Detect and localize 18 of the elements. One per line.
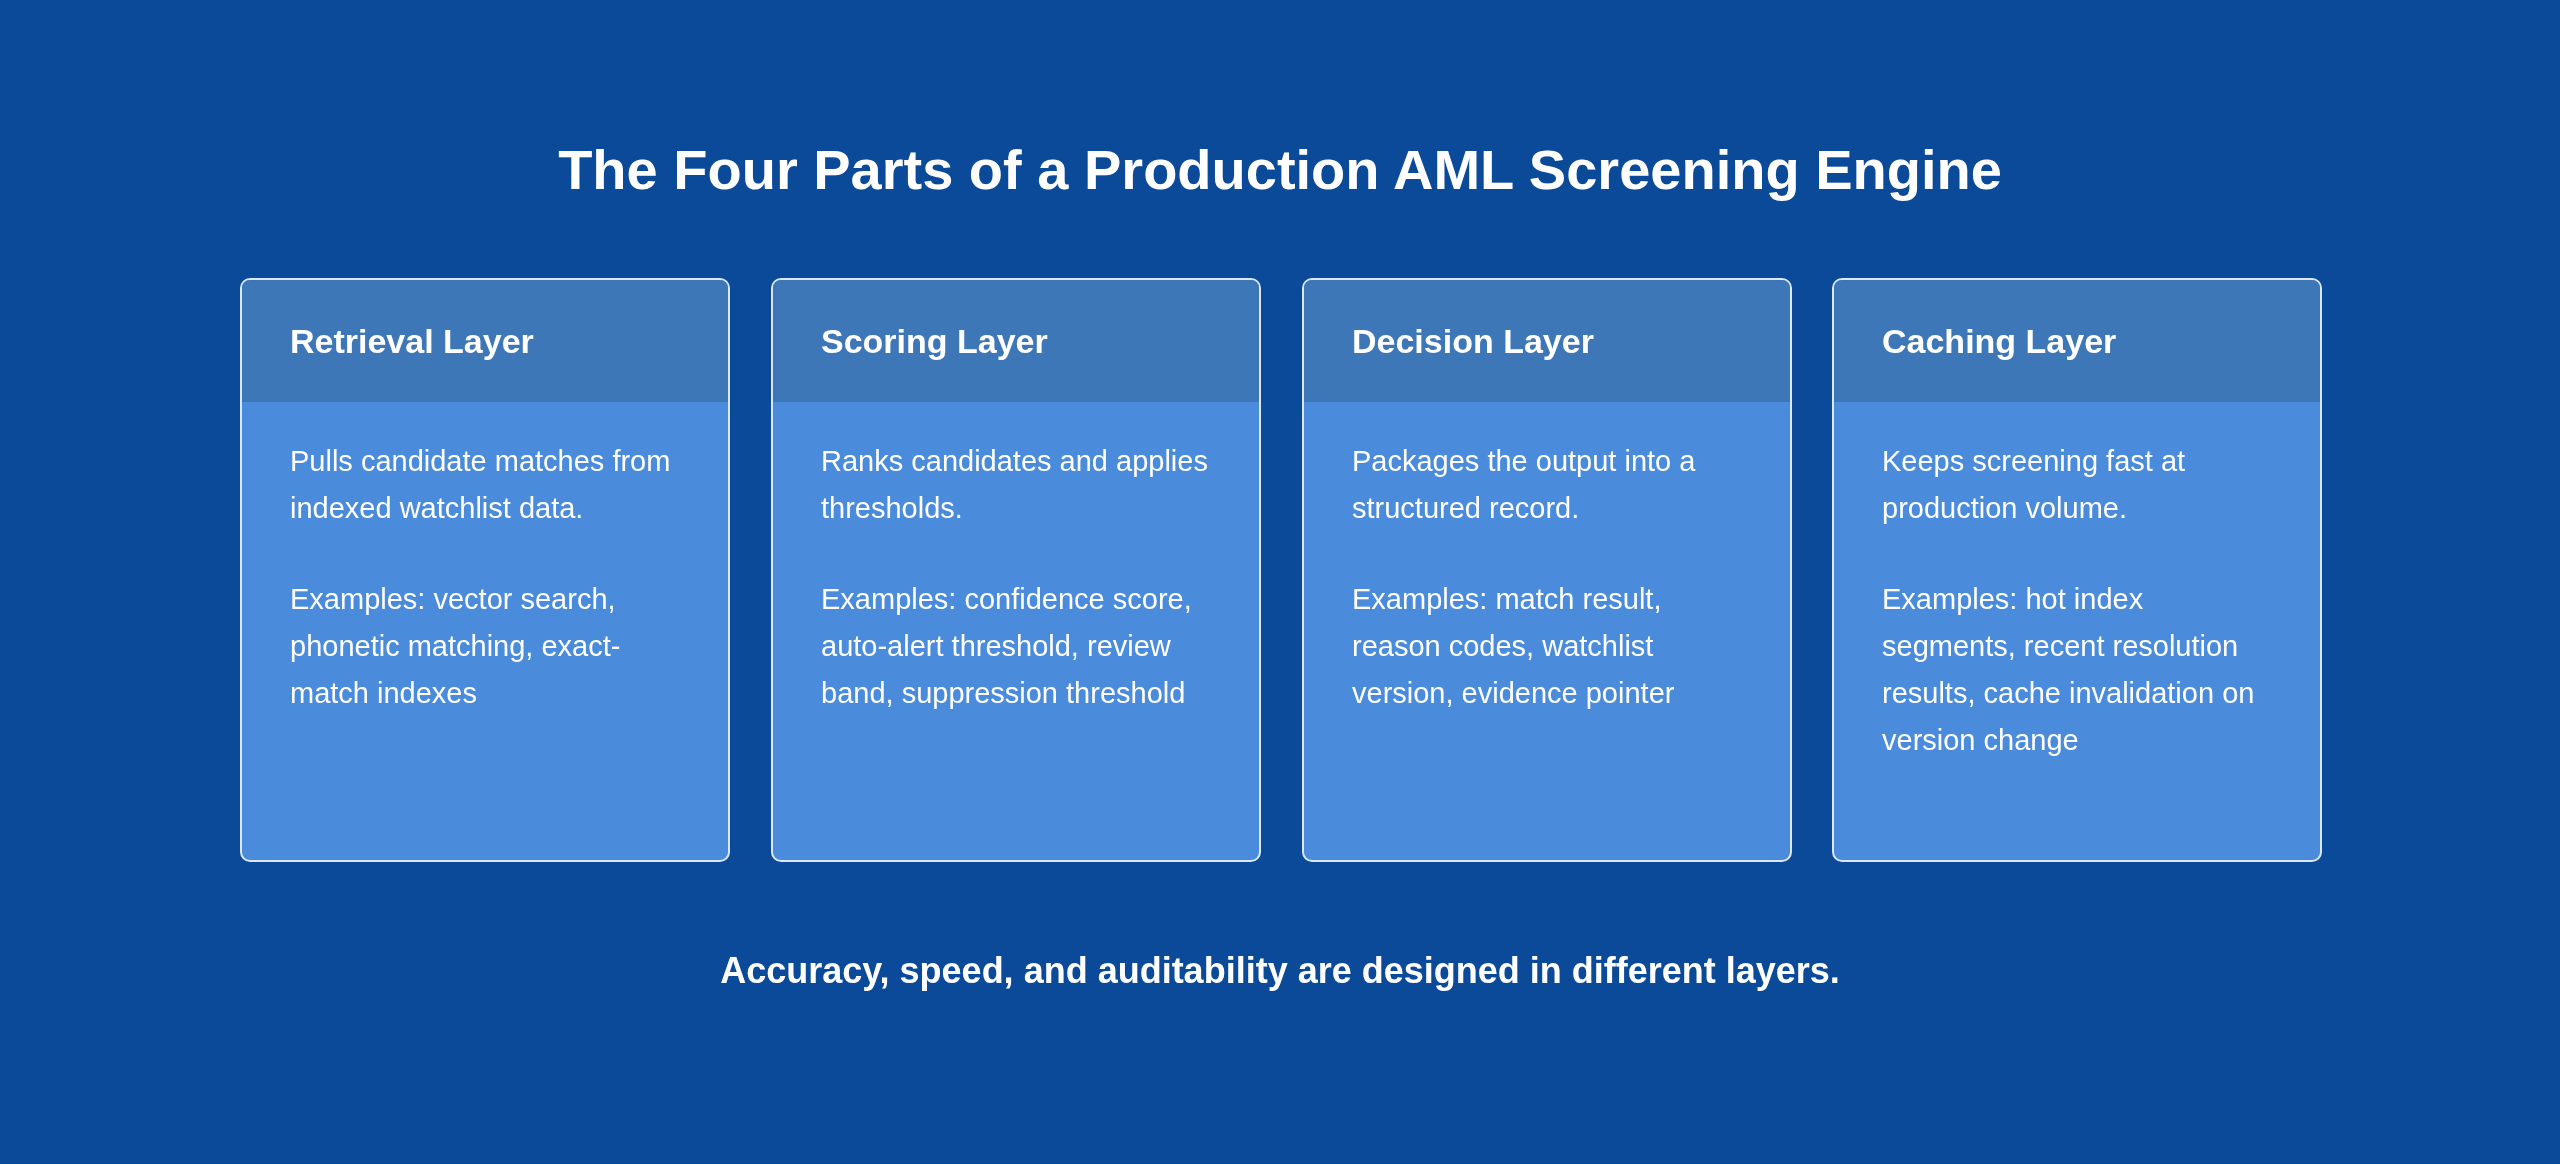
card-text: Examples: vector search, phonetic matching, exact-match indexes [290,582,622,711]
card-text: Pulls candidate matches from indexed watchlist data. [290,444,672,526]
card-heading: Decision Layer [1304,280,1790,402]
card-heading: Scoring Layer [773,280,1259,402]
layer-card [240,278,730,862]
card-text: Examples: match result, reason codes, watchlist version, evidence pointer [1352,582,1676,711]
card-text: Examples: hot index segments, recent resolution results, cache invalidation on version change [1882,582,2256,758]
card-text: Examples: confidence score, auto-alert threshold, review band, suppression threshold [821,582,1193,711]
card-text: Ranks candidates and applies thresholds. [821,444,1209,526]
card-heading: Caching Layer [1834,280,2320,402]
title: The Four Parts of a Production AML Screening Engine [558,137,2002,203]
layer-card [1302,278,1792,862]
card-text: Packages the output into a structured record. [1352,444,1697,526]
footer-note: Accuracy, speed, and auditability are designed in different layers. [720,949,1840,993]
card-heading: Retrieval Layer [242,280,728,402]
layer-card [771,278,1261,862]
card-text: Keeps screening fast at production volume. [1882,444,2187,526]
layer-card [1832,278,2322,862]
